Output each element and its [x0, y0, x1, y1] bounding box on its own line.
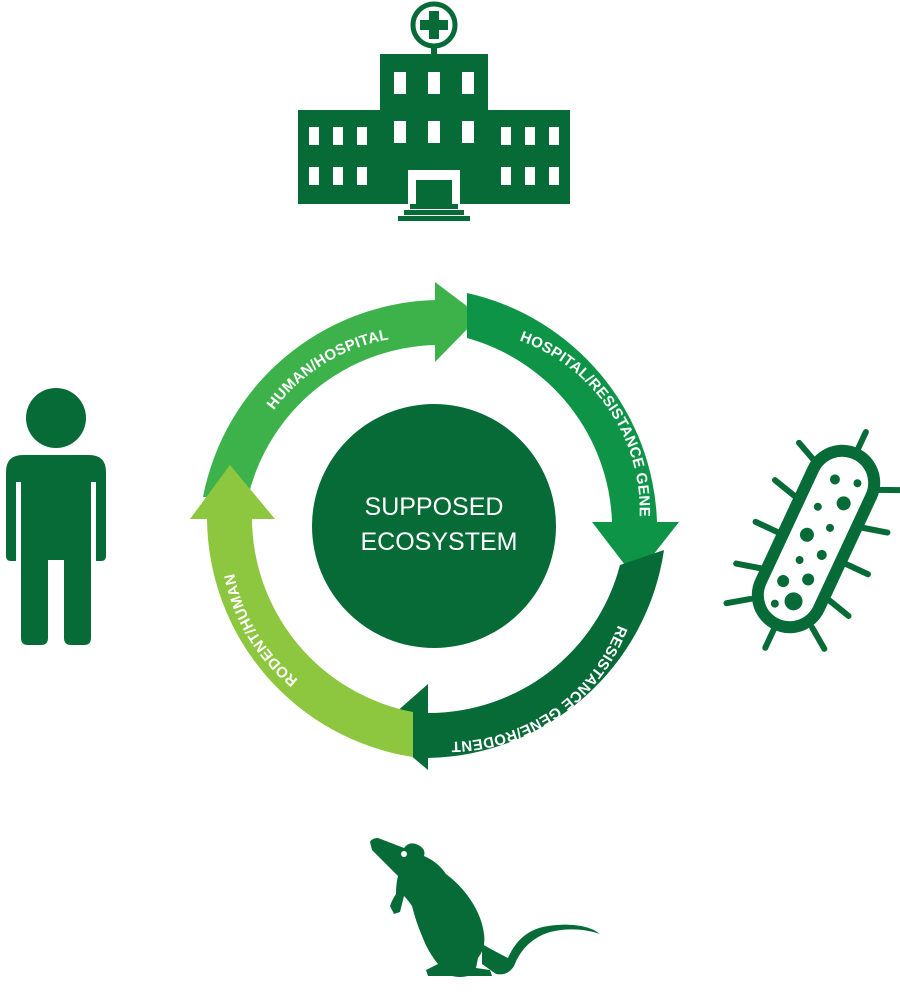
rat-icon — [370, 838, 600, 977]
hospital-icon — [298, 1, 570, 221]
cycle-arrow-hospital-gene — [467, 293, 679, 578]
cycle-arrow-rodent-human — [190, 465, 413, 757]
center-label-line1: SUPPOSED — [365, 493, 504, 521]
bacterium-icon — [723, 429, 900, 652]
person-icon — [6, 388, 106, 645]
center-circle — [312, 404, 556, 648]
cycle-ring — [190, 282, 679, 770]
cycle-arrow-human-hospital — [203, 282, 480, 497]
cycle-arrow-gene-rodent — [378, 550, 664, 770]
center-label-line2: ECOSYSTEM — [361, 528, 518, 556]
